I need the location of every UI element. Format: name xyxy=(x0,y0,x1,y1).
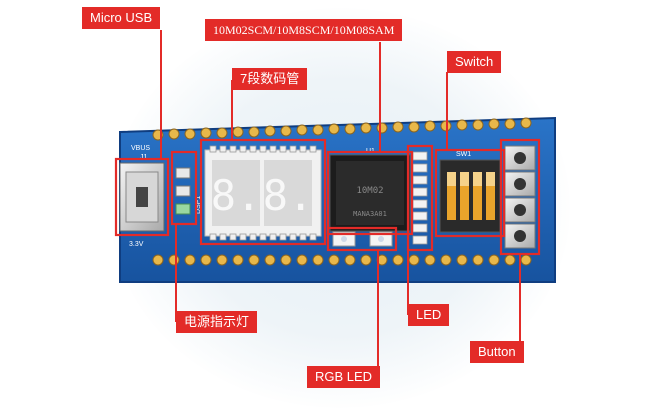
silk-vbus: VBUS xyxy=(131,145,150,152)
seven-segment-display: 8. 8. xyxy=(204,149,322,237)
silk-sw1: SW1 xyxy=(456,151,471,158)
highlight-power-led xyxy=(170,150,198,226)
silk-j1: J1 xyxy=(140,154,148,161)
label-led: LED xyxy=(408,304,450,326)
micro-usb-connector xyxy=(119,162,165,232)
silk-3v3: 3.3V xyxy=(129,241,144,248)
label-button: Button xyxy=(470,341,524,363)
power-indicator-led xyxy=(175,167,191,215)
highlight-seven-seg xyxy=(199,138,327,246)
svg-text:8.: 8. xyxy=(263,171,314,220)
highlight-fpga xyxy=(326,150,414,236)
resistor-array-top xyxy=(209,145,317,153)
silk-dsp1: DSP1 xyxy=(195,196,202,214)
label-power-indicator: 电源指示灯 xyxy=(176,311,258,333)
label-fpga-models: 10M02SCM/10M8SCM/10M08SAM xyxy=(205,19,403,41)
label-micro-usb: Micro USB xyxy=(82,7,161,29)
rgb-led-component xyxy=(332,231,393,247)
label-switch: Switch xyxy=(447,51,502,73)
svg-text:8.: 8. xyxy=(211,171,262,220)
top-header-pins xyxy=(152,117,532,141)
label-rgb-led: RGB LED xyxy=(307,366,381,388)
label-seven-segment: 7段数码管 xyxy=(232,68,308,90)
highlight-micro-usb xyxy=(114,157,170,237)
resistor-array-bottom xyxy=(209,233,317,241)
fpga-chip: 10M02 MANA3A01 xyxy=(329,154,411,232)
highlight-rgb-led xyxy=(326,226,398,252)
chip-marking-1: 10M02 xyxy=(356,186,383,196)
dip-switch xyxy=(439,159,501,233)
highlight-led xyxy=(406,144,434,252)
chip-marking-2: MANA3A01 xyxy=(353,210,387,218)
highlight-switch xyxy=(434,148,506,238)
